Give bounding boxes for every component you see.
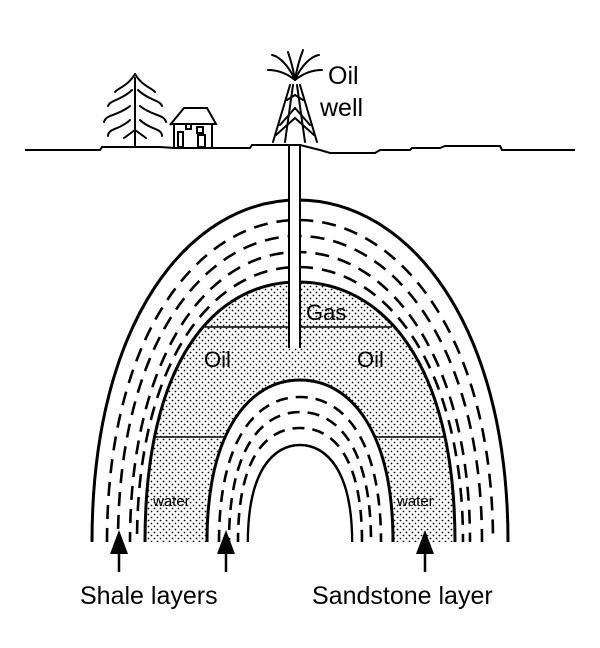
inner-shale-top-boundary [205,378,395,543]
inner-core-fill [249,447,351,543]
house-icon [169,107,218,148]
ground-surface-line [25,144,575,154]
outer-shale-dash-row-1 [105,218,495,543]
oil-label-left: Oil [204,347,231,372]
oil-well-label-line1: Oil [328,62,359,90]
arrow-up-icon [110,530,128,572]
oil-derrick-icon [267,49,323,143]
shale-layers-label: Shale layers [80,582,218,610]
arrow-up-icon [217,530,235,572]
tree-icon [103,73,167,148]
gas-label: Gas [306,300,346,325]
water-label-left: water [152,493,190,510]
oil-label-right: Oil [357,347,384,372]
inner-shale-dash-row-1 [217,395,383,543]
inner-shale-dash-row-2 [227,410,373,543]
arrow-up-icon [416,530,434,572]
water-label-right: water [396,493,434,510]
inner-core-boundary [246,443,354,543]
sandstone-layer-label: Sandstone layer [312,582,493,610]
well-pipe [288,145,301,348]
inner-shale-dash-row-3 [236,426,364,543]
oil-well-label-line2: well [319,94,363,122]
outer-shale-dash-row-4 [135,265,465,543]
